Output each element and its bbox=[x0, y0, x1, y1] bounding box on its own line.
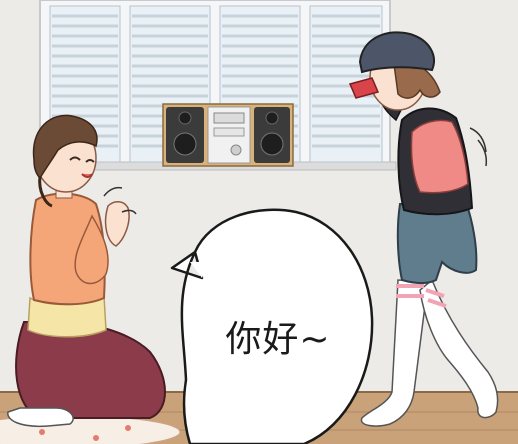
standing-girl bbox=[348, 31, 499, 427]
speech-bubble bbox=[170, 208, 374, 444]
speech-text: 你好~ bbox=[225, 319, 331, 360]
window bbox=[35, 0, 397, 171]
stereo-unit-icon bbox=[162, 103, 294, 167]
kneeling-woman bbox=[7, 114, 166, 428]
window-blinds bbox=[49, 5, 383, 163]
